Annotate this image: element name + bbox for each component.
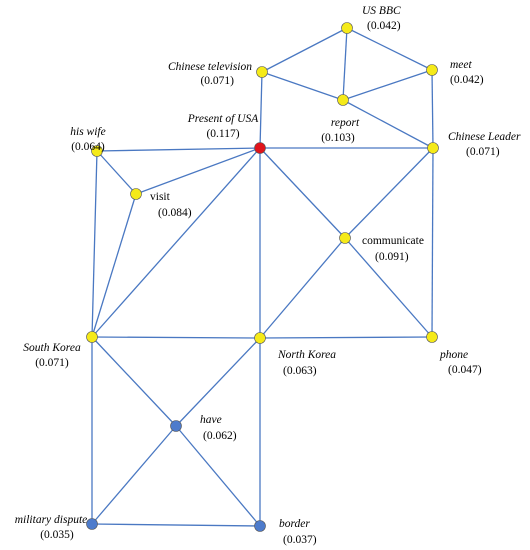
- node-communicate: [339, 232, 351, 244]
- node-border: [254, 520, 266, 532]
- edge-present-of-usa-visit: [135, 147, 261, 195]
- edge-his-wife-visit: [96, 150, 137, 195]
- node-value-border: (0.037): [283, 534, 317, 546]
- edge-us-bbc-report: [342, 27, 348, 101]
- node-label-chinese-leader: Chinese Leader: [448, 131, 521, 143]
- edge-north-korea-have: [175, 337, 261, 427]
- node-label-report: report: [331, 117, 360, 129]
- node-label-north-korea: North Korea: [277, 349, 336, 361]
- node-military-dispute: [86, 518, 98, 530]
- edge-chinese-leader-phone: [431, 147, 434, 338]
- edge-his-wife-south-korea: [91, 150, 98, 338]
- node-us-bbc: [341, 22, 353, 34]
- edges-layer: [91, 27, 434, 527]
- node-value-visit: (0.084): [158, 207, 192, 219]
- node-visit: [130, 188, 142, 200]
- node-value-military-dispute: (0.035): [40, 529, 74, 541]
- node-value-have: (0.062): [203, 430, 237, 442]
- node-label-border: border: [279, 518, 310, 530]
- node-label-military-dispute: military dispute: [15, 514, 88, 526]
- edge-meet-report: [342, 69, 433, 101]
- node-label-south-korea: South Korea: [23, 342, 81, 354]
- edge-chinese-television-report: [261, 71, 344, 101]
- edge-chinese-leader-communicate: [344, 147, 434, 239]
- node-his-wife: [91, 145, 103, 157]
- edge-military-dispute-border: [91, 523, 261, 527]
- node-have: [170, 420, 182, 432]
- edge-visit-south-korea: [91, 193, 137, 338]
- edge-present-of-usa-communicate: [259, 147, 346, 239]
- node-present-of-usa: [254, 142, 266, 154]
- edge-communicate-phone: [344, 237, 433, 338]
- edge-chinese-television-present-of-usa: [259, 71, 263, 149]
- node-north-korea: [254, 332, 266, 344]
- node-value-phone: (0.047): [448, 364, 482, 376]
- edge-meet-chinese-leader: [431, 69, 434, 149]
- node-chinese-television: [256, 66, 268, 78]
- edge-report-chinese-leader: [342, 99, 434, 149]
- node-label-present-of-usa: Present of USA: [187, 113, 259, 125]
- nodes-layer: [86, 22, 439, 532]
- edge-present-of-usa-south-korea: [91, 147, 261, 338]
- edge-have-border: [175, 425, 261, 527]
- node-label-communicate: communicate: [362, 235, 424, 247]
- node-label-meet: meet: [450, 59, 473, 71]
- node-value-north-korea: (0.063): [283, 365, 317, 377]
- node-value-chinese-television: (0.071): [200, 75, 234, 87]
- node-value-meet: (0.042): [450, 74, 484, 86]
- node-label-visit: visit: [150, 191, 171, 203]
- node-value-south-korea: (0.071): [35, 357, 69, 369]
- node-value-communicate: (0.091): [375, 251, 409, 263]
- node-value-us-bbc: (0.042): [367, 20, 401, 32]
- node-label-have: have: [200, 414, 222, 426]
- node-chinese-leader: [427, 142, 439, 154]
- node-label-his-wife: his wife: [70, 126, 105, 138]
- node-label-chinese-television: Chinese television: [168, 61, 252, 73]
- edge-have-military-dispute: [91, 425, 177, 525]
- edge-us-bbc-chinese-television: [261, 27, 348, 73]
- node-value-report: (0.103): [321, 132, 355, 144]
- node-value-chinese-leader: (0.071): [466, 146, 500, 158]
- node-meet: [426, 64, 438, 76]
- edge-south-korea-have: [91, 336, 177, 427]
- node-value-present-of-usa: (0.117): [206, 128, 239, 140]
- node-south-korea: [86, 331, 98, 343]
- edge-north-korea-phone: [259, 336, 433, 339]
- node-label-phone: phone: [439, 349, 468, 361]
- edge-us-bbc-meet: [346, 27, 433, 71]
- labels-layer: US BBC (0.042) Chinese television (0.071) me…: [15, 5, 521, 546]
- node-value-his-wife: (0.064): [71, 141, 105, 153]
- node-report: [337, 94, 349, 106]
- edge-his-wife-present-of-usa: [96, 147, 261, 152]
- edge-south-korea-north-korea: [91, 336, 261, 339]
- node-label-us-bbc: US BBC: [362, 5, 401, 17]
- edge-communicate-north-korea: [259, 237, 346, 339]
- node-phone: [426, 331, 438, 343]
